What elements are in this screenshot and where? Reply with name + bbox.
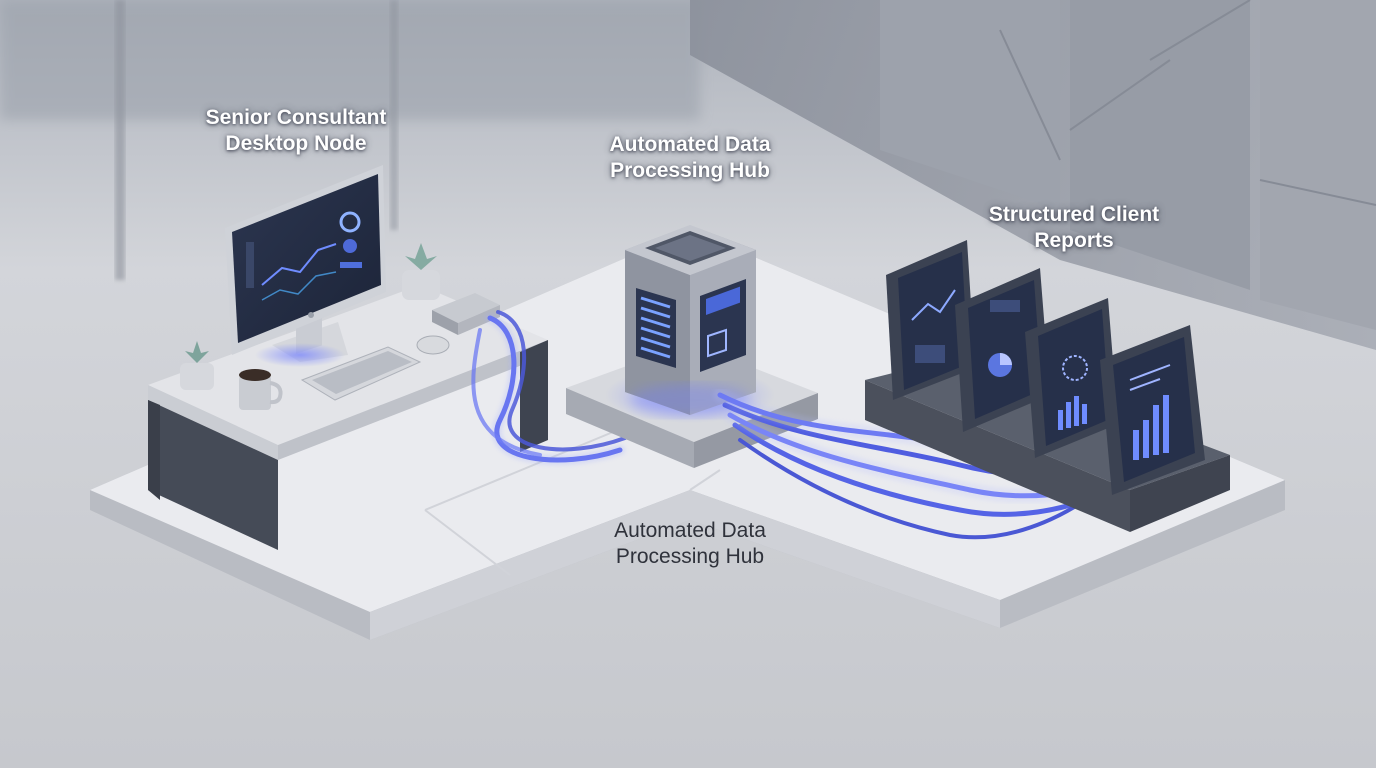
label-hub-top-line1: Automated Data [609,133,771,156]
mouse [416,335,450,355]
data-processing-hub [625,225,756,415]
label-desktop-node: Senior Consultant Desktop Node [191,105,401,156]
label-reports-line1: Structured Client [988,203,1160,226]
usb-adapter [432,293,500,335]
label-hub-top: Automated Data Processing Hub [590,132,790,183]
plant-right [402,243,440,300]
label-reports: Structured Client Reports [970,202,1178,253]
label-hub-bottom-line1: Automated Data [614,519,766,542]
report-tablet-1 [886,240,975,400]
report-tablet-3 [1025,298,1118,458]
label-reports-line2: Reports [1034,228,1114,252]
monitor-glow [255,343,345,367]
keyboard [300,346,422,401]
coffee-mug [239,369,283,410]
label-desktop-node-line2: Desktop Node [225,131,367,155]
report-tablet-4 [1100,325,1205,495]
label-hub-bottom: Automated Data Processing Hub [590,518,790,569]
label-hub-top-line2: Processing Hub [610,158,770,182]
plant-left [180,341,214,390]
window-frame [115,0,125,280]
label-hub-bottom-line2: Processing Hub [615,544,765,568]
wall-panels [690,0,1376,350]
cables-to-hub [471,310,627,465]
window-blur [0,0,700,120]
label-desktop-node-line1: Senior Consultant [205,106,387,129]
window-frame-2 [390,0,398,230]
desktop-monitor [225,165,386,362]
report-tablet-2 [955,268,1050,432]
